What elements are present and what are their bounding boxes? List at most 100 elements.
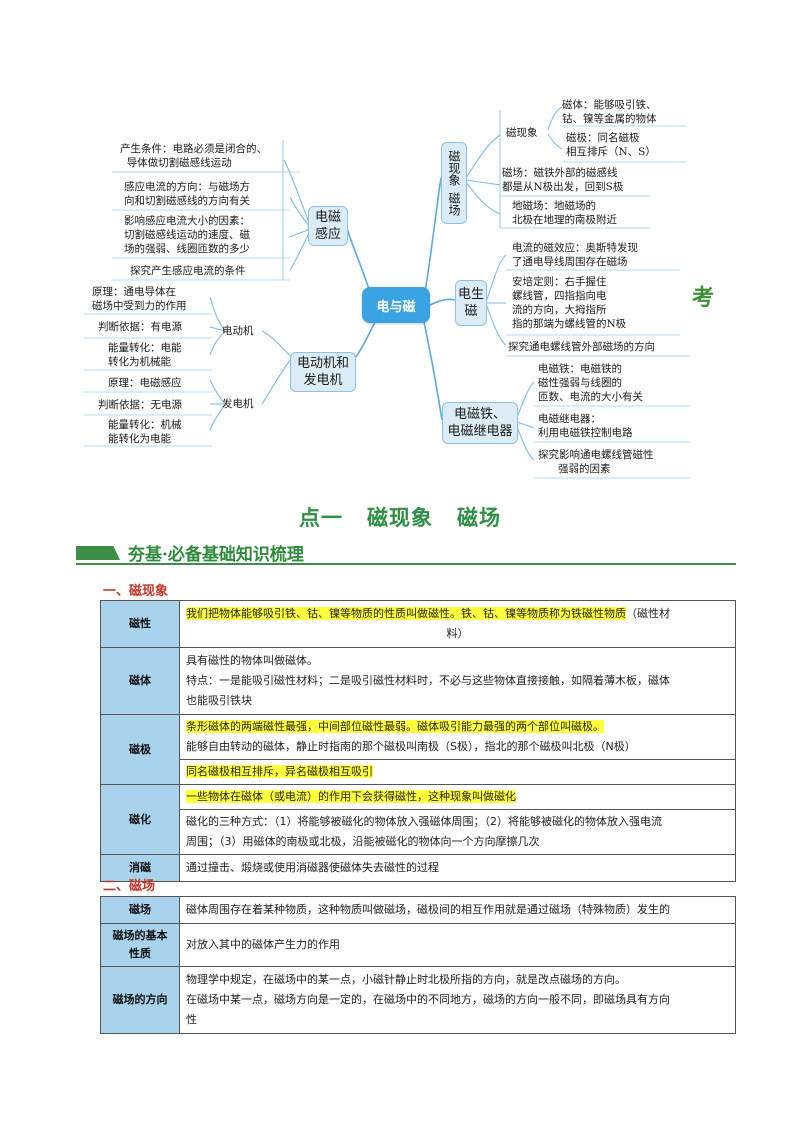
table-row: 磁场的基本 性质 对放入其中的磁体产生力的作用	[100, 923, 736, 967]
leaf-factors-l3: 场的强弱、线圈匝数的多少	[124, 243, 250, 255]
part2-table: 磁场 磁体周围存在着某种物质，这种物质叫做磁场，磁极间的相互作用就是通过磁场（特…	[100, 896, 736, 1034]
table-row: 磁场 磁体周围存在着某种物质，这种物质叫做磁场，磁极间的相互作用就是通过磁场（特…	[100, 896, 736, 924]
leaf-magnet-l3: 匝数、电流的大小有关	[538, 391, 643, 403]
leaf-factors-l1: 影响感应电流大小的因素：	[124, 215, 250, 227]
banner-text: 夯基·必备基础知识梳理	[128, 545, 304, 565]
node-motor: 电动机和 发电机	[290, 352, 356, 392]
row-content-cixing: 我们把物体能够吸引铁、钴、镍等物质的性质叫做磁性。铁、钴、镍等物质称为铁磁性物质…	[179, 600, 736, 648]
xingzhi-head-l2: 性质	[129, 947, 151, 960]
leaf-relay-l1: 电磁继电器：	[538, 413, 601, 425]
leaf-cichang-l2: 都是从N极出发，回到S极	[502, 181, 624, 193]
leaf-g-judge: 判断依据：无电源	[98, 399, 182, 411]
node-electro-line1: 电生	[457, 287, 484, 302]
leaf-relay-explore: 探究影响通电螺线管磁性 强弱的因素	[538, 448, 654, 476]
leaf-g-energy: 能量转化：机械 能转化为电能	[108, 418, 182, 446]
leaf-m-energy-l1: 能量转化：电能	[108, 342, 182, 354]
row-content-ciji: 条形磁体的两端磁性最强，中间部位磁性最弱。磁体吸引能力最强的两个部位叫磁极。 能…	[179, 714, 736, 785]
leaf-dici-l1: 地磁场：地磁场的	[512, 200, 596, 212]
node-electro: 电生 磁	[455, 280, 487, 326]
leaf-m-principle-l2: 磁场中受到力的作用	[92, 300, 187, 312]
table-row: 磁体 具有磁性的物体叫做磁体。 特点：一是能吸引磁性材料；二是吸引磁性材料时，不…	[100, 647, 736, 715]
leaf-relay-l2: 利用电磁铁控制电路	[538, 427, 633, 439]
leaf-cichang-l1: 磁场：磁铁外部的磁感线	[502, 167, 618, 179]
leaf-m-energy-l2: 转化为机械能	[108, 356, 171, 368]
mindmap-center-node: 电与磁	[362, 287, 430, 323]
leaf-m-principle-l1: 原理：通电导体在	[92, 286, 176, 298]
leaf-ampere: 安培定则：右手握住 螺线管，四指指向电 流的方向，大拇指所 指的那端为螺线管的N…	[512, 275, 626, 331]
leaf-citi-l1: 磁体：能够吸引铁、	[562, 99, 657, 111]
xingzhi-head-l1: 磁场的基本	[112, 929, 168, 942]
node-induction-line1: 电磁	[314, 210, 341, 225]
leaf-magnet-l1: 电磁铁：电磁铁的	[538, 363, 622, 375]
node-induction-line2: 感应	[314, 227, 341, 242]
sub-generator: 发电机	[222, 398, 254, 410]
leaf-m-principle: 原理：通电导体在 磁场中受到力的作用	[92, 285, 187, 313]
sub-motor: 电动机	[222, 325, 254, 337]
mindmap-connectors	[84, 106, 690, 479]
ciji-line2: 能够自由转动的磁体，静止时指南的那个磁极叫南极（S极），指北的那个磁极叫北极（N…	[186, 740, 636, 753]
leaf-relay-explore-l1: 探究影响通电螺线管磁性	[538, 449, 654, 461]
leaf-electro-explore: 探究通电螺线管外部磁场的方向	[508, 341, 655, 353]
leaf-condition: 产生条件：电路必须是闭合的、 导体做切割磁感线运动	[120, 142, 267, 170]
row-head-xiaoci: 消磁	[100, 854, 180, 882]
leaf-oersted-l2: 了通电导线周围存在磁场	[512, 256, 628, 268]
leaf-direction-l2: 向和切割磁感线的方向有关	[124, 195, 250, 207]
cihua-cell2: 磁化的三种方式：（1）将能够被磁化的物体放入强磁体周围；（2）将能够被磁化的物体…	[180, 810, 735, 854]
ciji-line1: 条形磁体的两端磁性最强，中间部位磁性最弱。磁体吸引能力最强的两个部位叫磁极。	[186, 720, 604, 733]
ciji-cell2: 同名磁极相互排斥，异名磁极相互吸引	[180, 760, 735, 784]
ciji-line3: 同名磁极相互排斥，异名磁极相互吸引	[186, 765, 373, 778]
table-row: 磁性 我们把物体能够吸引铁、钴、镍等物质的性质叫做磁性。铁、钴、镍等物质称为铁磁…	[100, 600, 736, 648]
node-relay-line1: 电磁铁、	[453, 407, 506, 422]
row-content-xingzhi: 对放入其中的磁体产生力的作用	[179, 923, 736, 967]
leaf-oersted-l1: 电流的磁效应：奥斯特发现	[512, 242, 638, 254]
fangxiang-line2: 在磁场中某一点，磁场方向是一定的，在磁场中的不同地方，磁场的方向一般不同，即磁场…	[186, 993, 670, 1006]
leaf-ciji: 磁极：同名磁极 相互排斥（N、S）	[566, 131, 656, 159]
table-row: 消磁 通过撞击、煅烧或使用消磁器使磁体失去磁性的过程	[100, 854, 736, 882]
citi-line3: 也能吸引铁块	[186, 694, 252, 707]
section-banner: 夯基·必备基础知识梳理	[76, 540, 736, 566]
row-content-cichang: 磁体周围存在着某种物质，这种物质叫做磁场，磁极间的相互作用就是通过磁场（特殊物质…	[179, 896, 736, 924]
leaf-relay: 电磁继电器： 利用电磁铁控制电路	[538, 412, 633, 440]
row-content-cihua: 一些物体在磁体（或电流）的作用下会获得磁性，这种现象叫做磁化 磁化的三种方式：（…	[179, 784, 736, 855]
leaf-factors-l2: 切割磁感线运动的速度、磁	[124, 229, 250, 241]
node-magnetism-line2: 磁场	[447, 192, 461, 216]
node-magnetism: 磁现象 磁场	[441, 142, 467, 224]
leaf-dici-l2: 北极在地理的南极附近	[512, 214, 617, 226]
leaf-g-principle: 原理：电磁感应	[108, 377, 182, 389]
banner-bar	[76, 546, 120, 560]
part1-heading: 一、磁现象	[103, 584, 169, 599]
row-head-cichang: 磁场	[100, 896, 180, 924]
node-magnetism-line1: 磁现象	[447, 150, 461, 186]
part2-heading: 二、磁场	[103, 879, 156, 894]
row-content-citi: 具有磁性的物体叫做磁体。 特点：一是能吸引磁性材料；二是吸引磁性材料时，不必与这…	[179, 647, 736, 715]
leaf-factors: 影响感应电流大小的因素： 切割磁感线运动的速度、磁 场的强弱、线圈匝数的多少	[124, 214, 250, 256]
leaf-dici: 地磁场：地磁场的 北极在地理的南极附近	[512, 199, 617, 227]
section-title: 点一磁现象磁场	[0, 502, 800, 532]
node-motor-line1: 电动机和	[296, 356, 349, 371]
fangxiang-line3: 性	[186, 1013, 197, 1026]
leaf-direction: 感应电流的方向：与磁场方 向和切割磁感线的方向有关	[124, 180, 250, 208]
leaf-relay-explore-l2: 强弱的因素	[558, 463, 611, 475]
row-head-ciji: 磁极	[100, 714, 180, 785]
row-content-xiaoci: 通过撞击、煅烧或使用消磁器使磁体失去磁性的过程	[179, 854, 736, 882]
citi-line2: 特点：一是能吸引磁性材料；二是吸引磁性材料时，不必与这些物体直接接触，如隔着薄木…	[186, 674, 670, 687]
table-row: 磁极 条形磁体的两端磁性最强，中间部位磁性最弱。磁体吸引能力最强的两个部位叫磁极…	[100, 714, 736, 785]
node-motor-line2: 发电机	[303, 373, 343, 388]
table-row: 磁场的方向 物理学中规定，在磁场中的某一点，小磁针静止时北极所指的方向，就是改点…	[100, 966, 736, 1034]
cixing-line2: 料）	[446, 627, 469, 640]
ciji-cell1: 条形磁体的两端磁性最强，中间部位磁性最弱。磁体吸引能力最强的两个部位叫磁极。 能…	[180, 715, 735, 760]
cihua-cell1: 一些物体在磁体（或电流）的作用下会获得磁性，这种现象叫做磁化	[180, 785, 735, 810]
cihua-line2: 磁化的三种方式：（1）将能够被磁化的物体放入强磁体周围；（2）将能够被磁化的物体…	[186, 815, 662, 828]
row-head-xingzhi: 磁场的基本 性质	[100, 923, 180, 967]
leaf-g-energy-l1: 能量转化：机械	[108, 419, 182, 431]
leaf-citi: 磁体：能够吸引铁、 钴、镍等金属的物体	[562, 98, 657, 126]
leaf-oersted: 电流的磁效应：奥斯特发现 了通电导线周围存在磁场	[512, 241, 638, 269]
leaf-m-energy: 能量转化：电能 转化为机械能	[108, 341, 182, 369]
leaf-condition-l1: 产生条件：电路必须是闭合的、	[120, 143, 267, 155]
leaf-ampere-l3: 流的方向，大拇指所	[512, 304, 607, 316]
part1-table: 磁性 我们把物体能够吸引铁、钴、镍等物质的性质叫做磁性。铁、钴、镍等物质称为铁磁…	[100, 600, 736, 882]
leaf-magnet: 电磁铁：电磁铁的 磁性强弱与线圈的 匝数、电流的大小有关	[538, 362, 643, 404]
leaf-ciji-l2: 相互排斥（N、S）	[566, 146, 656, 158]
mindmap-watermark: 考	[692, 286, 715, 311]
leaf-m-judge: 判断依据：有电源	[98, 321, 182, 333]
